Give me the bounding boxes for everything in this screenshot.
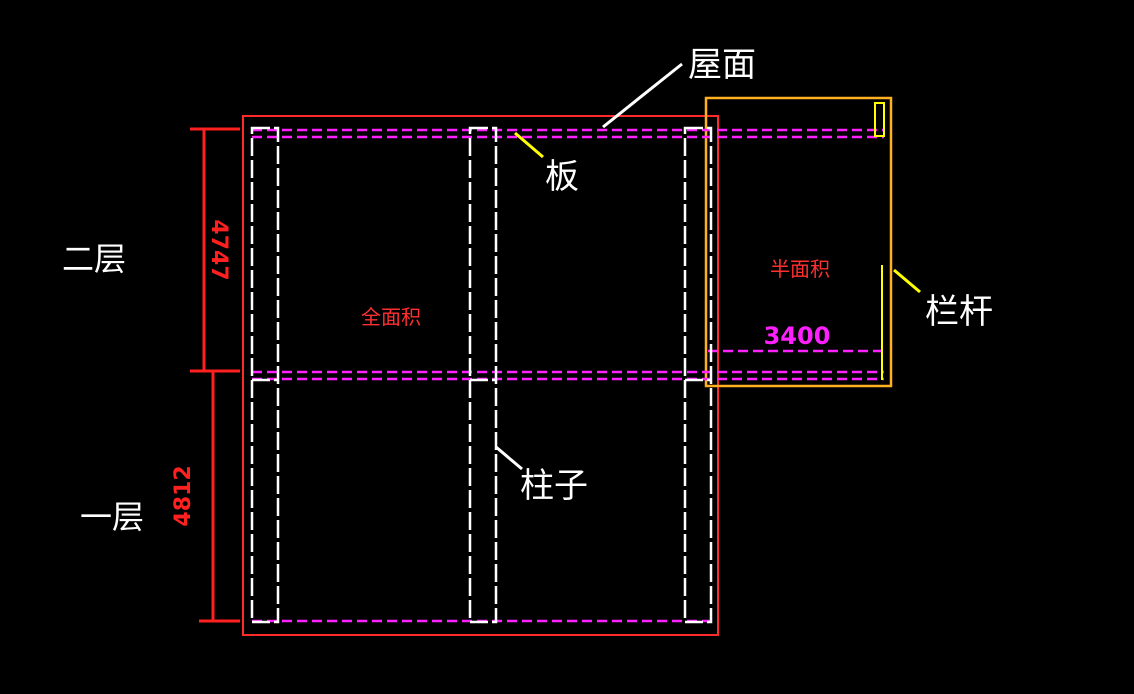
column-leader: [495, 445, 523, 471]
railing-lines: [874, 102, 885, 380]
slab-label: 板: [545, 157, 579, 197]
column-right: [683, 126, 713, 624]
roof-leader: [602, 62, 683, 129]
railing-label: 栏杆: [925, 292, 993, 332]
columns: [250, 126, 713, 624]
railing-leader: [893, 268, 921, 294]
column-middle: [468, 126, 498, 624]
floor2-height-dim: 4747: [206, 219, 231, 280]
half-area-outline: [704, 96, 893, 388]
floor1-height-dim: 4812: [171, 465, 196, 526]
floor1-label: 一层: [80, 498, 144, 536]
slab-lines: [252, 128, 884, 623]
floor2-label: 二层: [62, 240, 126, 278]
column-label: 柱子: [520, 466, 588, 506]
full-area-label: 全面积: [361, 305, 421, 329]
full-area-outline: [242, 115, 719, 636]
roof-label: 屋面: [688, 45, 756, 85]
column-left: [250, 126, 280, 624]
overhang-width-dim: 3400: [764, 322, 831, 350]
half-area-label: 半面积: [770, 257, 830, 281]
slab-leader: [514, 131, 544, 159]
dimension-lines: [190, 127, 240, 623]
